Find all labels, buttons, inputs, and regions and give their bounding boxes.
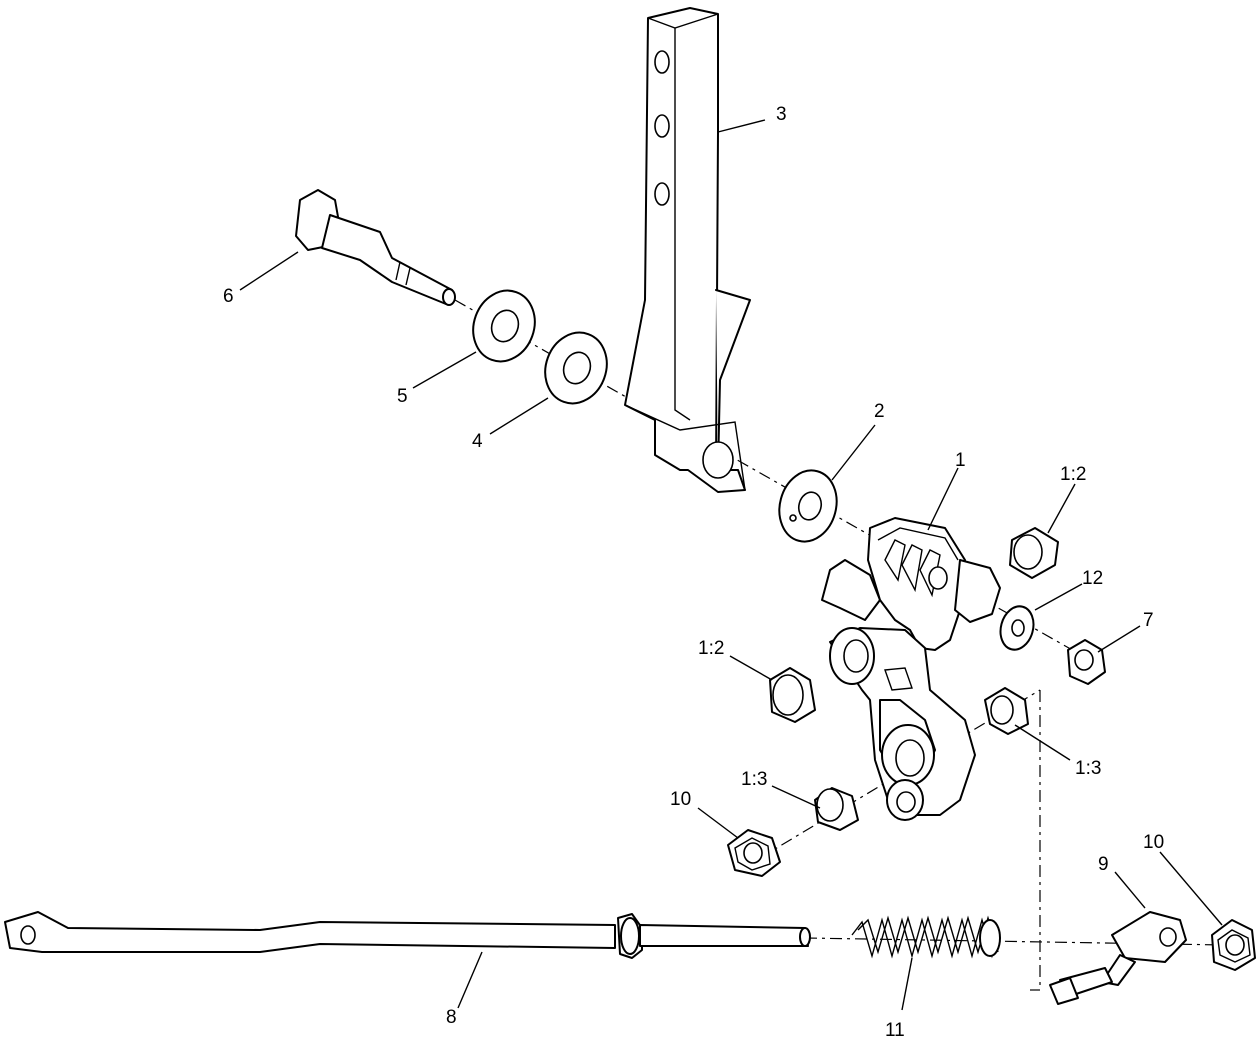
callout-5: 5 [397, 386, 408, 407]
part-2-washer [778, 469, 838, 543]
part-10-flange-nut-left [727, 829, 781, 877]
part-3-lever-bracket [624, 7, 751, 493]
callout-11: 11 [885, 1020, 905, 1041]
part-4-washer [544, 331, 608, 405]
callout-1-3-lower: 1:3 [741, 769, 767, 790]
part-9-trunnion [1049, 911, 1187, 1005]
callout-1-3-upper: 1:3 [1075, 758, 1101, 779]
callout-1: 1 [955, 450, 966, 471]
part-1-2-bushing-upper [1009, 527, 1059, 579]
callout-12: 12 [1082, 568, 1103, 589]
callout-labels: 3 6 5 4 2 1 1:2 12 7 1:2 1:3 1:3 10 10 9… [223, 104, 1164, 1041]
part-8-rod [4, 911, 811, 959]
part-1-2-bushing-lower [769, 667, 816, 723]
part-6-shoulder-bolt [295, 189, 456, 306]
part-11-spring [851, 915, 1001, 959]
part-1-3-bushing-lower [814, 787, 859, 831]
callout-10-right: 10 [1143, 832, 1164, 853]
callout-10-left: 10 [670, 789, 691, 810]
callout-7: 7 [1143, 610, 1154, 631]
callout-1-2-lower: 1:2 [698, 638, 724, 659]
part-7-nut [1067, 639, 1106, 685]
leader-lines [239, 119, 1223, 1011]
part-1-3-bushing-upper [984, 687, 1029, 735]
callout-9: 9 [1098, 854, 1109, 875]
part-1-pivot-arm [821, 517, 1001, 821]
callout-1-2-upper: 1:2 [1060, 464, 1086, 485]
callout-8: 8 [446, 1007, 457, 1028]
callout-3: 3 [776, 104, 787, 125]
part-5-washer [472, 289, 536, 363]
callout-6: 6 [223, 286, 234, 307]
part-10-flange-nut-right [1211, 919, 1256, 971]
callout-4: 4 [472, 431, 483, 452]
callout-2: 2 [874, 401, 885, 422]
part-12-washer [999, 605, 1035, 651]
